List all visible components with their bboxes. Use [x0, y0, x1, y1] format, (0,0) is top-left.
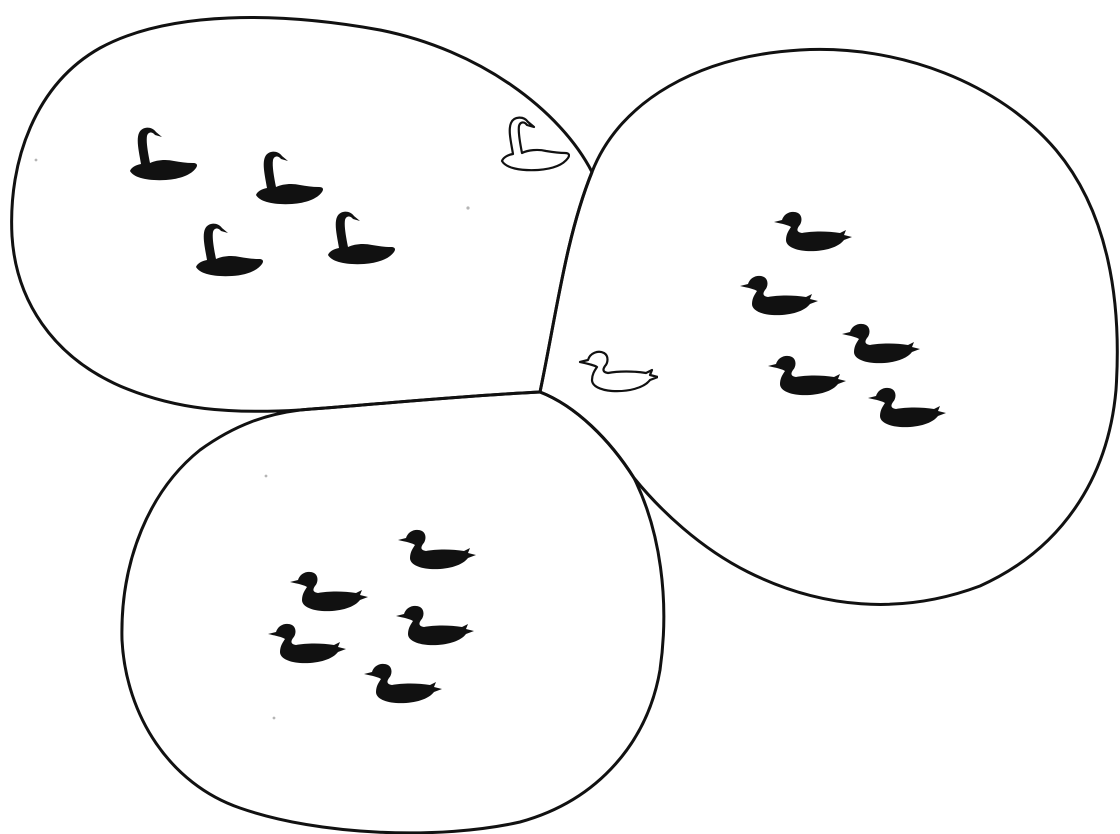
black-swan-icon: [328, 212, 395, 265]
black-duck-icon: [268, 624, 346, 663]
black-duck-icon: [290, 572, 368, 611]
paper-speck: [35, 159, 38, 162]
black-duck-icon: [396, 606, 474, 645]
black-swan-icon: [130, 128, 197, 181]
bottom-group-outline: [122, 392, 664, 833]
black-duck-icon: [364, 664, 442, 703]
black-duck-icon: [398, 530, 476, 569]
paper-speck: [273, 717, 276, 720]
black-duck-icon: [774, 212, 852, 251]
left-group-outline: [12, 18, 592, 412]
black-duck-icon: [768, 356, 846, 395]
black-duck-icon: [868, 388, 946, 427]
black-swan-icon: [256, 152, 323, 205]
black-duck-icon: [842, 324, 920, 363]
black-duck-icon: [740, 276, 818, 315]
paper-speck: [466, 206, 469, 209]
right-group-outline: [540, 49, 1117, 604]
paper-speck: [265, 475, 268, 478]
black-swan-icon: [196, 224, 263, 277]
white-duck-icon: [580, 352, 658, 391]
